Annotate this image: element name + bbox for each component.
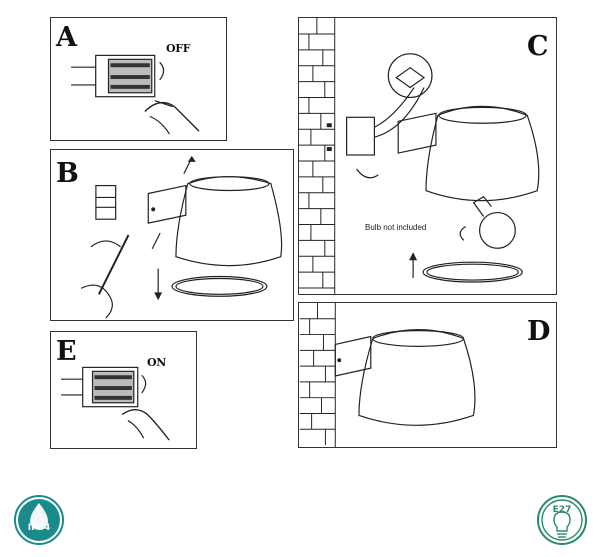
- socket-badge: E27: [536, 494, 588, 546]
- mounting-illustration: [80, 155, 283, 319]
- switch-off-label: OFF: [166, 42, 191, 55]
- step-e-panel: E ON: [50, 331, 197, 449]
- switch-on-illustration: [61, 366, 170, 441]
- step-a-letter: A: [56, 22, 77, 53]
- step-b-letter: B: [56, 158, 79, 189]
- step-a-panel: A OFF: [50, 17, 227, 141]
- installed-lamp-illustration: [299, 303, 476, 447]
- water-drop-icon: [14, 495, 64, 545]
- wiring-illustration: [299, 18, 540, 294]
- step-d-panel: D: [298, 302, 557, 448]
- ip-rating-badge: IP44: [13, 494, 65, 546]
- step-c-letter: C: [527, 31, 549, 62]
- bulb-note: Bulb not included: [365, 223, 427, 232]
- switch-on-label: ON: [147, 356, 167, 369]
- ip-rating-text: IP44: [27, 523, 51, 533]
- step-c-panel: C Bulb not included: [298, 17, 557, 295]
- step-b-panel: B: [50, 149, 294, 321]
- socket-text: E27: [552, 505, 572, 515]
- step-e-letter: E: [56, 336, 77, 367]
- switch-off-illustration: [71, 54, 200, 135]
- light-bulb-icon: [537, 495, 587, 545]
- step-d-letter: D: [527, 316, 551, 347]
